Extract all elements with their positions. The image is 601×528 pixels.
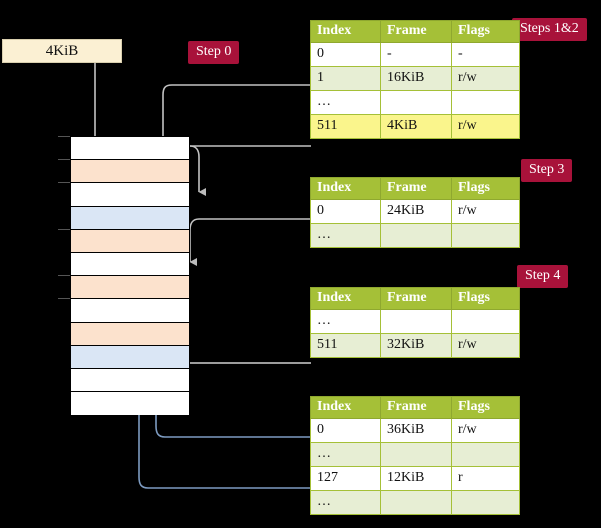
memory-frame-row: [71, 206, 189, 230]
cell-index: …: [310, 90, 381, 115]
mem-tick: [58, 298, 71, 299]
wire-l1-to-mem-drop: [189, 218, 200, 266]
column-header-flags: Flags: [451, 177, 520, 200]
mem-tick: [58, 159, 71, 160]
cell-flags: [451, 309, 520, 334]
cell-index: 511: [310, 333, 381, 358]
cell-index: 0: [310, 418, 381, 443]
cell-index: 511: [310, 114, 381, 139]
column-header-frame: Frame: [380, 177, 452, 200]
cell-index: …: [310, 490, 381, 515]
memory-frame-row: [71, 345, 189, 369]
cell-index: 127: [310, 466, 381, 491]
cell-frame: 32KiB: [380, 333, 452, 358]
memory-frame-row: [71, 183, 189, 207]
table-row[interactable]: …: [310, 442, 520, 467]
table-row[interactable]: …: [310, 490, 520, 515]
cell-flags: r/w: [451, 333, 520, 358]
cell-flags: r/w: [451, 199, 520, 224]
column-header-frame: Frame: [380, 20, 452, 43]
cell-frame: [380, 442, 452, 467]
memory-frame-row: [71, 229, 189, 253]
cell-index: …: [310, 442, 381, 467]
cell-index: 0: [310, 199, 381, 224]
memory-frame-row: [71, 276, 189, 300]
column-header-index: Index: [310, 396, 381, 419]
cell-flags: r/w: [451, 418, 520, 443]
cell-frame: 24KiB: [380, 199, 452, 224]
mem-tick: [58, 275, 71, 276]
cell-frame: 16KiB: [380, 66, 452, 91]
table-row[interactable]: …: [310, 309, 520, 334]
badge-step-0: Step 0: [188, 41, 240, 64]
cell-index: …: [310, 223, 381, 248]
mem-tick: [58, 229, 71, 230]
memory-frame-row: [71, 137, 189, 161]
cell-frame: [380, 490, 452, 515]
cell-frame: [380, 223, 452, 248]
cell-index: 1: [310, 66, 381, 91]
column-header-frame: Frame: [380, 396, 452, 419]
badge-step-3: Step 3: [521, 159, 573, 182]
cell-frame: 36KiB: [380, 418, 452, 443]
table-row[interactable]: …: [310, 90, 520, 115]
cell-flags: r/w: [451, 114, 520, 139]
cell-flags: -: [451, 42, 520, 67]
memory-frame-row: [71, 299, 189, 323]
cell-flags: [451, 490, 520, 515]
column-header-index: Index: [310, 177, 381, 200]
badge-steps-1-2: Steps 1&2: [512, 18, 587, 41]
cell-flags: r/w: [451, 66, 520, 91]
column-header-flags: Flags: [451, 287, 520, 310]
column-header-frame: Frame: [380, 287, 452, 310]
column-header-index: Index: [310, 20, 381, 43]
table-row[interactable]: …: [310, 223, 520, 248]
cell-index: …: [310, 309, 381, 334]
wire-l1-24kib-branch: [189, 145, 206, 196]
physical-memory-column: [70, 136, 190, 416]
column-header-flags: Flags: [451, 396, 520, 419]
cell-index: 0: [310, 42, 381, 67]
page-4kib-label: 4KiB: [45, 43, 79, 59]
cell-flags: [451, 223, 520, 248]
memory-frame-row: [71, 368, 189, 393]
column-header-index: Index: [310, 287, 381, 310]
cell-frame: -: [380, 42, 452, 67]
memory-frame-row: [71, 322, 189, 346]
cell-frame: [380, 90, 452, 115]
mem-tick: [58, 182, 71, 183]
wire-l2-511-to-memory: [177, 308, 311, 364]
page-4kib-box: 4KiB: [2, 39, 122, 63]
cell-flags: r: [451, 466, 520, 491]
cell-flags: [451, 442, 520, 467]
memory-frame-row: [71, 392, 189, 416]
cell-flags: [451, 90, 520, 115]
mem-tick: [58, 136, 71, 137]
memory-frame-row: [71, 252, 189, 277]
badge-step-4: Step 4: [517, 265, 569, 288]
table-row[interactable]: 0--: [310, 42, 520, 67]
column-header-flags: Flags: [451, 20, 520, 43]
cell-frame: 12KiB: [380, 466, 452, 491]
cell-frame: 4KiB: [380, 114, 452, 139]
memory-frame-row: [71, 160, 189, 184]
cell-frame: [380, 309, 452, 334]
